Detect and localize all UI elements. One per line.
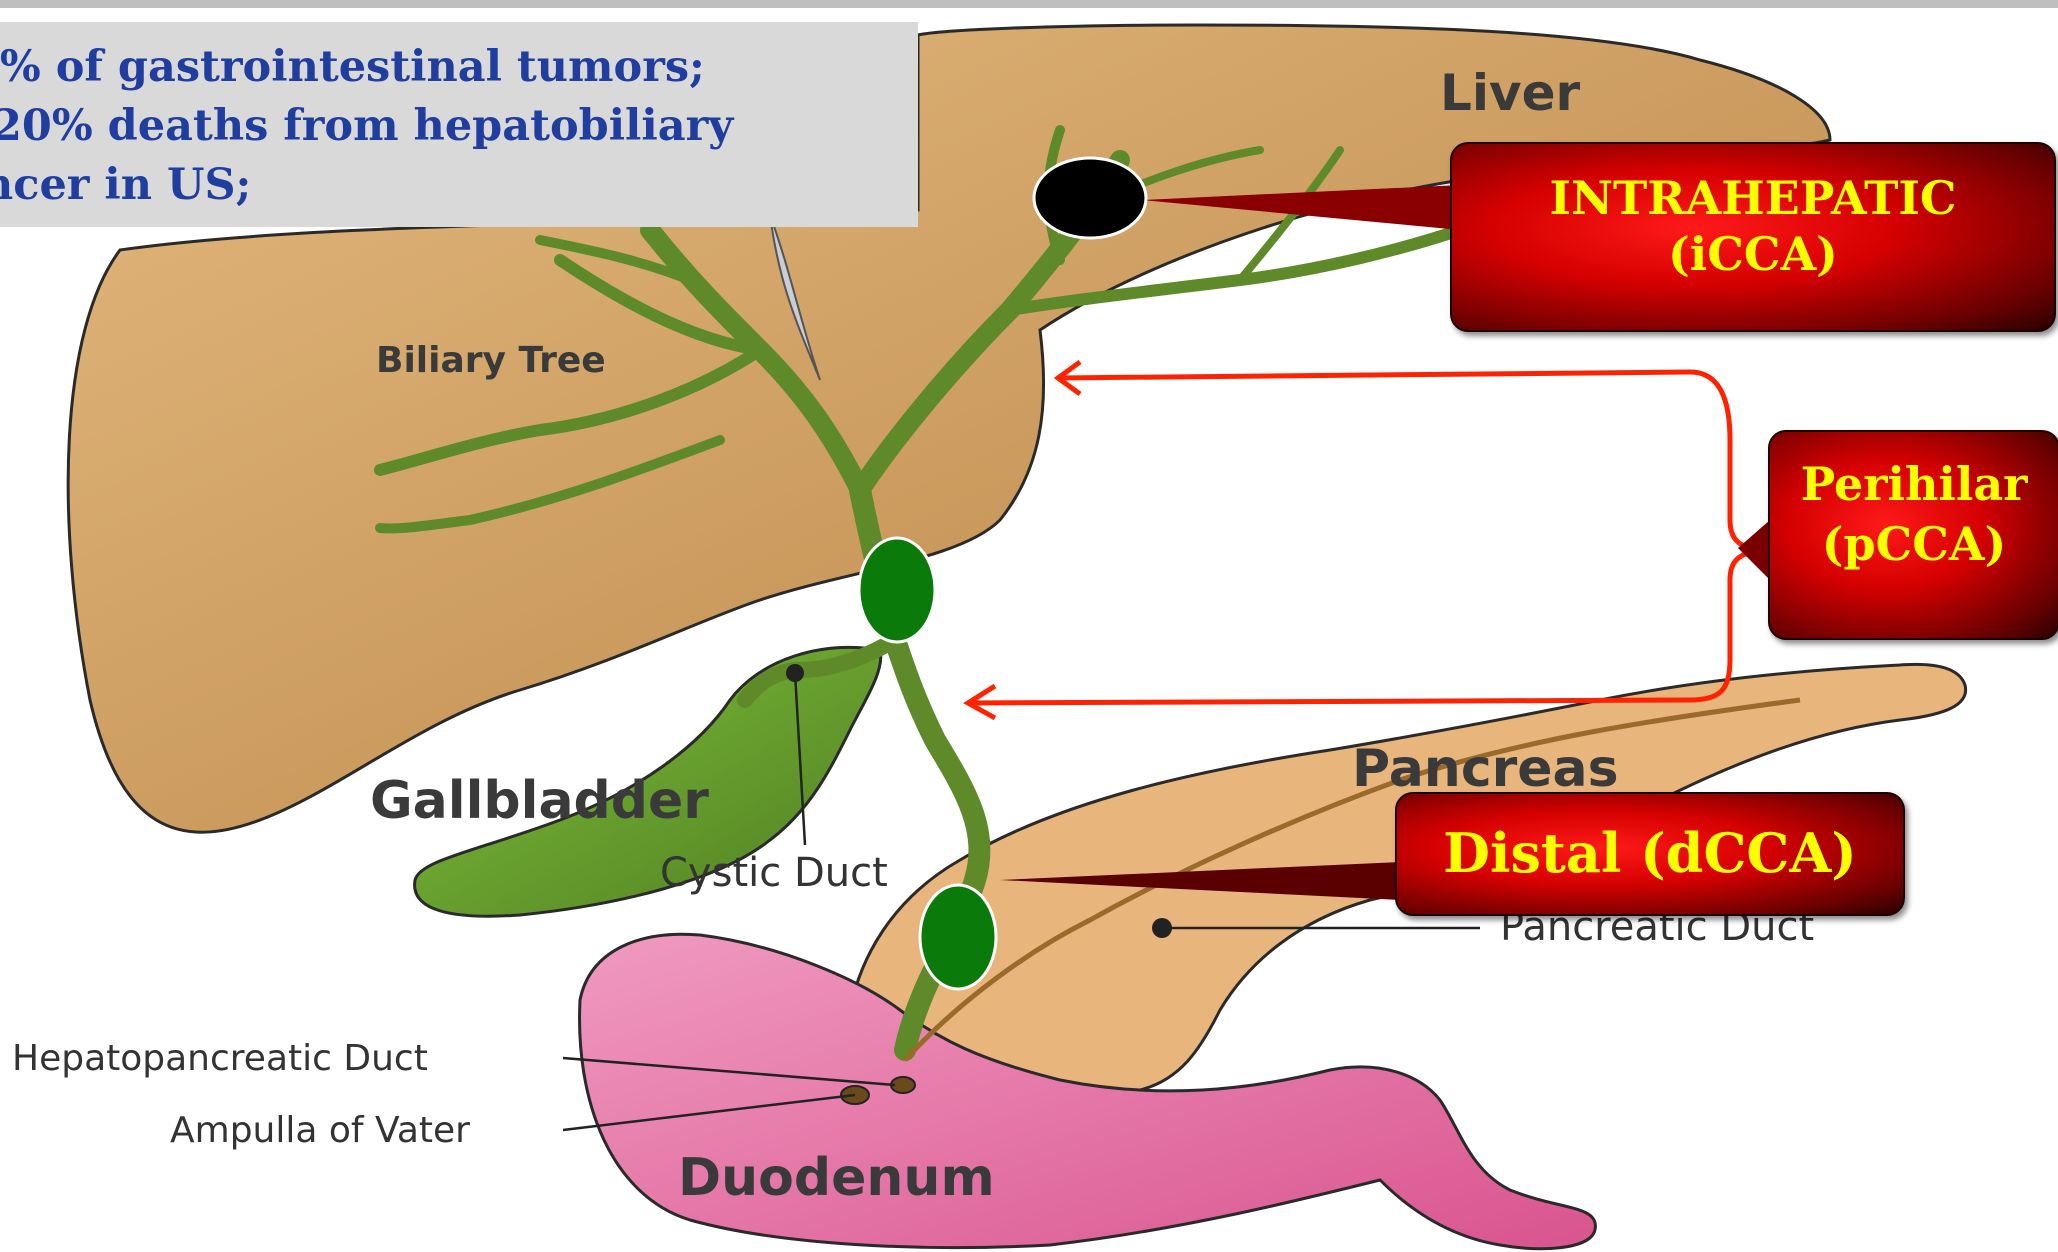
perihilar-bracket	[968, 362, 1750, 718]
hepatopancreatic-duct-label: Hepatopancreatic Duct	[12, 1038, 428, 1079]
info-line-2: 20% deaths from hepatobiliary	[0, 101, 733, 151]
perihilar-tumor-marker	[859, 538, 935, 642]
intrahepatic-tumor-marker	[1034, 158, 1146, 238]
perihilar-callout-line1: Perihilar	[1770, 458, 2058, 511]
info-box: 3% of gastrointestinal tumors; 20% death…	[0, 22, 918, 227]
gallbladder-label: Gallbladder	[370, 771, 709, 831]
perihilar-callout-line2: (pCCA)	[1770, 518, 2058, 571]
top-bar	[0, 0, 2058, 8]
intrahepatic-callout: INTRAHEPATIC (iCCA)	[1450, 142, 2056, 332]
info-line-3: ncer in US;	[0, 160, 251, 210]
info-line-1: 3% of gastrointestinal tumors;	[0, 42, 705, 92]
intrahepatic-callout-line1: INTRAHEPATIC	[1452, 172, 2054, 225]
perihilar-callout: Perihilar (pCCA)	[1768, 430, 2058, 640]
cystic-duct-label: Cystic Duct	[660, 850, 888, 896]
duodenum-label: Duodenum	[678, 1148, 995, 1208]
perihilar-pointer	[1738, 520, 1770, 580]
distal-tumor-marker	[920, 885, 996, 989]
biliary-tree-label: Biliary Tree	[376, 340, 606, 381]
liver-label: Liver	[1440, 64, 1581, 122]
pancreas-label: Pancreas	[1352, 739, 1619, 799]
ampulla-label: Ampulla of Vater	[170, 1110, 470, 1151]
intrahepatic-callout-line2: (iCCA)	[1452, 228, 2054, 281]
distal-callout-label: Distal (dCCA)	[1397, 822, 1903, 884]
distal-callout: Distal (dCCA)	[1395, 792, 1905, 916]
